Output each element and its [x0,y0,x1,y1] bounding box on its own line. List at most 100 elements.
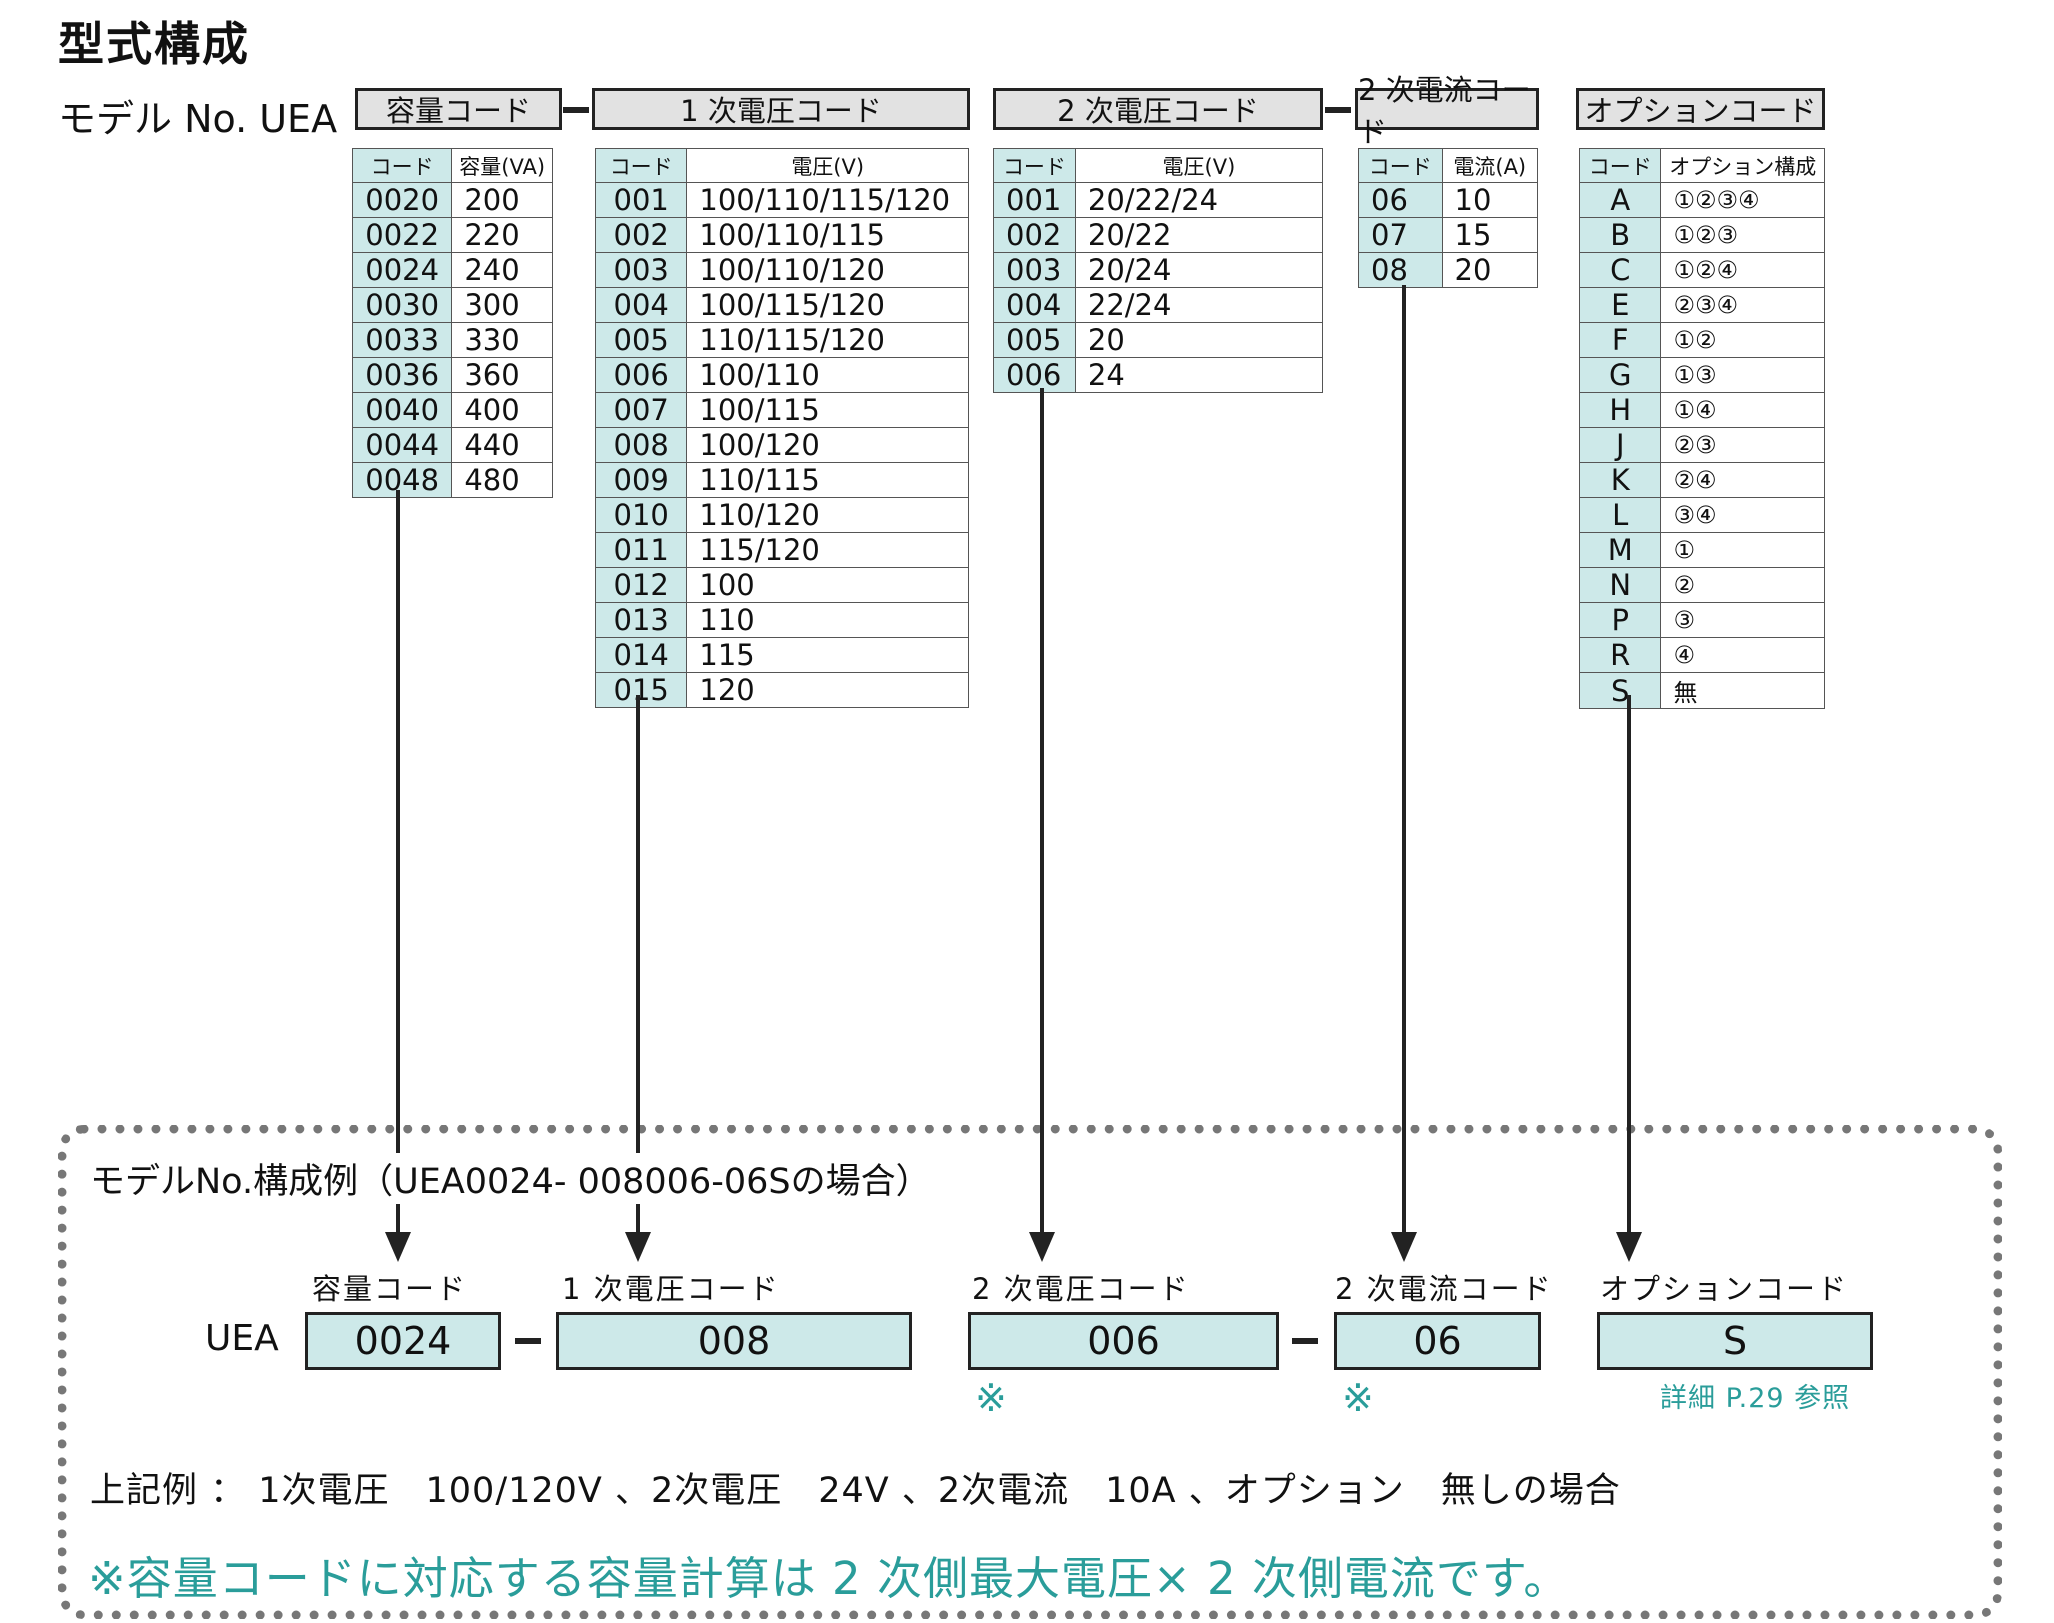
value-cell: 110 [686,602,969,638]
example-title: モデルNo.構成例（UEA0024- 008006-06Sの場合） [90,1153,935,1204]
value-cell: ①②③④ [1660,182,1825,218]
header-capacity-code: 容量コード [355,88,562,130]
connector-line-secondary-voltage [1040,388,1044,1232]
column-header-code: コード [993,148,1076,183]
code-cell: 001 [594,182,688,218]
value-cell: 100/110/115/120 [686,182,969,218]
value-cell: 480 [451,462,553,498]
code-cell: J [1578,427,1662,463]
value-cell: 20 [1074,322,1324,358]
value-cell: 100/110/115 [686,217,969,253]
code-cell: 006 [993,357,1076,393]
code-cell: 002 [993,217,1076,253]
header-primary-voltage-code: 1 次電圧コード [592,88,970,130]
example-label-option: オプションコード [1600,1272,1849,1306]
header-dash [1325,107,1351,113]
value-cell: 10 [1441,182,1539,218]
example-dash [515,1338,541,1344]
code-cell: 012 [594,567,688,603]
arrow-down-icon [1616,1232,1642,1262]
value-cell: 24 [1074,357,1324,393]
code-cell: H [1578,392,1662,428]
note-mark: ※ [975,1376,1007,1420]
code-cell: K [1578,462,1662,498]
code-cell: 011 [594,532,688,568]
value-cell: ③ [1660,602,1825,638]
model-number-label: モデル No. UEA [58,97,338,141]
code-cell: 001 [993,182,1076,218]
column-header-code: コード [1358,148,1443,183]
column-header-voltage: 電圧(V) [1074,148,1324,183]
column-header-option-config: オプション構成 [1660,148,1825,183]
value-cell: 360 [451,357,553,393]
code-cell: B [1578,217,1662,253]
value-cell: 100/110 [686,357,969,393]
example-secondary-voltage-value: 006 [968,1312,1279,1370]
code-cell: 0044 [351,427,453,463]
code-cell: 0024 [351,252,453,288]
code-cell: 008 [594,427,688,463]
code-cell: 009 [594,462,688,498]
value-cell: 115/120 [686,532,969,568]
page-title: 型式構成 [58,17,250,71]
value-cell: ①③ [1660,357,1825,393]
arrow-down-icon [1391,1232,1417,1262]
value-cell: ①④ [1660,392,1825,428]
value-cell: 400 [451,392,553,428]
value-cell: 100/115 [686,392,969,428]
code-cell: A [1578,182,1662,218]
column-header-code: コード [351,148,453,183]
value-cell: 無 [1660,672,1825,709]
value-cell: 220 [451,217,553,253]
column-header-capacity: 容量(VA) [451,148,553,183]
value-cell: ①② [1660,322,1825,358]
code-cell: 014 [594,637,688,673]
value-cell: 20/24 [1074,252,1324,288]
value-cell: 200 [451,182,553,218]
code-cell: 0030 [351,287,453,323]
code-cell: F [1578,322,1662,358]
code-cell: R [1578,637,1662,673]
example-capacity-value: 0024 [305,1312,501,1370]
value-cell: ①②③ [1660,217,1825,253]
value-cell: 110/120 [686,497,969,533]
code-cell: L [1578,497,1662,533]
value-cell: 100/115/120 [686,287,969,323]
value-cell: ④ [1660,637,1825,673]
value-cell: ②④ [1660,462,1825,498]
code-cell: S [1578,672,1662,709]
code-cell: 08 [1358,252,1443,288]
code-cell: C [1578,252,1662,288]
capacity-calc-note: ※容量コードに対応する容量計算は 2 次側最大電圧× 2 次側電流です。 [88,1552,1570,1605]
arrow-down-icon [625,1232,651,1262]
